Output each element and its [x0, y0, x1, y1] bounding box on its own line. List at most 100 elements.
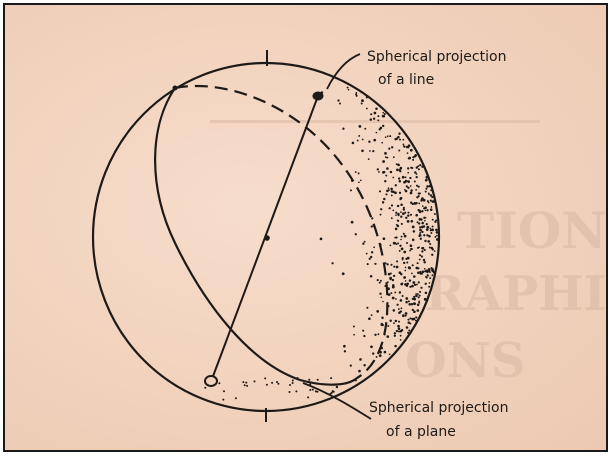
stipple-dot [431, 218, 434, 221]
stipple-dot [415, 283, 418, 286]
stipple-dot [408, 329, 411, 332]
stipple-dot [436, 234, 438, 237]
stipple-dot [390, 217, 393, 220]
stipple-dot [339, 102, 341, 105]
stipple-dot [347, 88, 350, 91]
stipple-dot [395, 236, 398, 239]
stipple-dot [410, 219, 414, 223]
stipple-dot [396, 303, 399, 306]
ghost-text-1: TION [457, 201, 606, 260]
stipple-dot [253, 380, 256, 383]
stipple-dot [407, 180, 411, 183]
stipple-dot [404, 283, 407, 286]
stipple-dot [425, 228, 429, 231]
stipple-dot [381, 201, 385, 204]
stipple-dot [417, 281, 420, 284]
stipple-dot [337, 99, 340, 102]
stipple-dot [404, 280, 407, 282]
stipple-dot [372, 117, 376, 120]
stipple-dot [428, 246, 431, 249]
stipple-dot [420, 255, 424, 258]
shading-stipple [204, 86, 439, 401]
line-label-line1: Spherical projection [367, 49, 506, 65]
stipple-dot [390, 204, 393, 207]
stipple-dot [418, 222, 421, 225]
stipple-dot [400, 222, 403, 225]
stipple-dot [424, 282, 427, 285]
stipple-dot [352, 325, 355, 328]
stipple-dot [397, 219, 400, 222]
stipple-dot [361, 149, 364, 153]
stipple-dot [417, 195, 420, 198]
line-pierce-point-upper [312, 91, 324, 101]
stipple-dot [409, 244, 413, 248]
stipple-dot [359, 358, 362, 361]
stipple-dot [418, 290, 422, 293]
stipple-dot [413, 302, 416, 305]
stipple-dot [400, 282, 404, 286]
stipple-dot [271, 381, 274, 384]
stipple-dot [397, 308, 400, 310]
stipple-dot [424, 190, 427, 193]
stipple-dot [380, 322, 383, 325]
stipple-dot [389, 272, 392, 275]
stipple-dot [407, 211, 410, 214]
stipple-dot [428, 285, 431, 288]
stipple-dot [402, 232, 405, 235]
stipple-dot [409, 176, 412, 180]
stipple-dot [289, 384, 291, 386]
stipple-dot [416, 262, 419, 265]
stipple-dot [394, 319, 398, 323]
stipple-dot [368, 140, 371, 143]
stipple-dot [351, 141, 355, 145]
stipple-dot [363, 364, 366, 367]
stipple-dot [421, 270, 425, 274]
stipple-dot [418, 258, 421, 261]
stipple-dot [371, 217, 374, 220]
stipple-dot [307, 396, 310, 399]
stipple-dot [375, 355, 378, 358]
stipple-dot [376, 168, 379, 171]
stipple-dot [420, 286, 423, 289]
stipple-dot [392, 274, 396, 278]
stipple-dot [430, 206, 433, 208]
stipple-dot [381, 141, 384, 144]
stipple-dot [361, 99, 364, 103]
stipple-dot [369, 150, 371, 152]
stipple-dot [404, 176, 407, 179]
stipple-dot [431, 228, 434, 232]
stipple-dot [431, 274, 434, 276]
stipple-dot [427, 201, 430, 204]
stipple-dot [378, 190, 382, 193]
stipple-dot [407, 331, 410, 334]
stipple-dot [394, 345, 397, 347]
stipple-dot [409, 317, 412, 320]
stipple-dot [350, 220, 354, 224]
stipple-dot [419, 164, 422, 167]
bleed-through-text: TION RAPHI ONS [210, 120, 606, 389]
stipple-dot [387, 325, 390, 327]
stipple-dot [362, 329, 365, 332]
stipple-dot [413, 283, 417, 286]
sphere-center-point [264, 235, 270, 241]
stipple-dot [426, 274, 429, 277]
stipple-dot [412, 281, 416, 284]
stipple-dot [400, 247, 404, 251]
stipple-dot [423, 261, 426, 264]
stipple-dot [395, 329, 399, 333]
stipple-dot [389, 135, 392, 138]
ghost-text-3: ONS [405, 333, 525, 389]
stipple-dot [401, 212, 405, 216]
stipple-dot [402, 143, 405, 146]
stipple-dot [418, 300, 420, 303]
stipple-dot [429, 277, 432, 280]
stipple-dot [391, 278, 395, 282]
stipple-dot [418, 202, 421, 205]
stipple-dot [354, 233, 357, 236]
stipple-dot [383, 112, 386, 116]
stipple-dot [435, 228, 438, 232]
stipple-dot [355, 92, 358, 94]
stipple-dot [369, 118, 373, 121]
stipple-dot [429, 271, 431, 274]
stipple-dot [331, 262, 334, 265]
